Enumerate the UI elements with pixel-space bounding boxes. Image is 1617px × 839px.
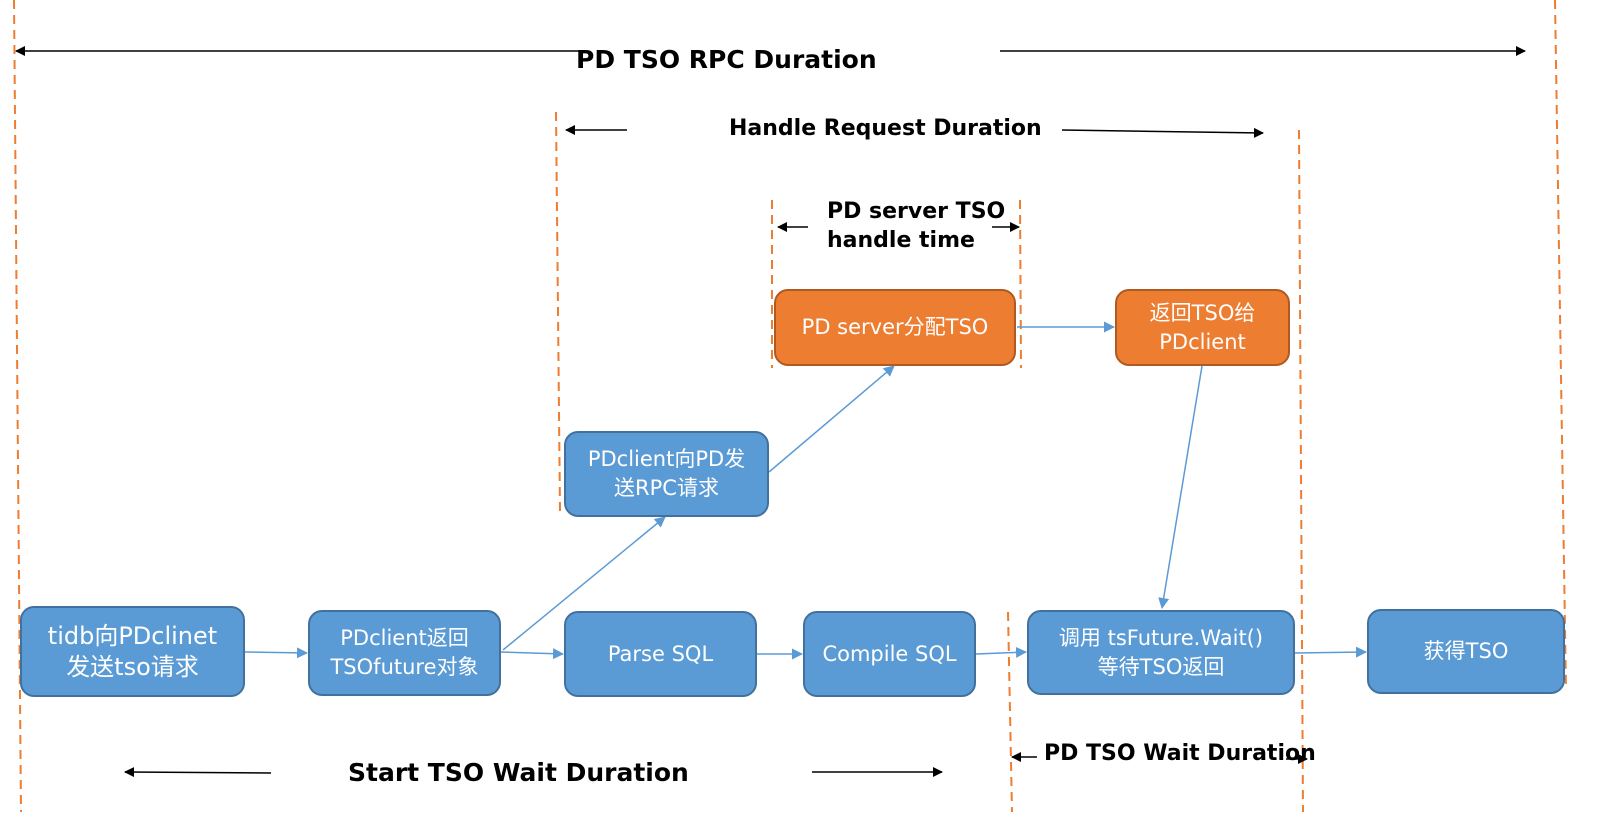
node-call-tsfuture-wait: 调用 tsFuture.Wait() 等待TSO返回 — [1027, 610, 1295, 695]
node-pd-server-allocate-tso: PD server分配TSO — [774, 289, 1016, 366]
node-pdclient-send-rpc: PDclient向PD发 送RPC请求 — [564, 431, 769, 517]
handle-duration-arrow-right — [1061, 127, 1264, 138]
flow-arrow-send-to-future — [244, 647, 308, 659]
flow-arrow-future-to-parse — [500, 648, 564, 660]
boundary-line-server-end — [1019, 199, 1022, 369]
node-compile-sql: Compile SQL — [803, 611, 976, 697]
span-label-pd-tso-rpc-duration: PD TSO RPC Duration — [576, 45, 877, 74]
span-label-pd-server-tso-handle-time: PD server TSO handle time — [827, 199, 1006, 253]
node-pdclient-return-tsofuture: PDclient返回 TSOfuture对象 — [308, 610, 501, 696]
boundary-line-rpc-start — [13, 0, 22, 813]
flow-arrow-compile-to-wait — [975, 646, 1027, 658]
node-return-tso-to-pdclient: 返回TSO给 PDclient — [1115, 289, 1290, 366]
span-label-start-tso-wait-duration: Start TSO Wait Duration — [348, 758, 689, 787]
boundary-line-rpc-end — [1554, 0, 1567, 691]
flow-arrow-wait-to-get — [1294, 646, 1367, 658]
span-label-pd-tso-wait-duration: PD TSO Wait Duration — [1044, 741, 1316, 766]
flow-arrow-future-to-rpc — [502, 516, 666, 651]
start-wait-arrow-left — [124, 767, 272, 778]
boundary-line-handle-end — [1298, 129, 1304, 813]
node-get-tso: 获得TSO — [1367, 609, 1565, 694]
flow-arrow-return-to-wait — [1158, 365, 1203, 609]
flow-arrow-rpc-to-server — [768, 365, 895, 473]
span-label-handle-request-duration: Handle Request Duration — [729, 116, 1042, 141]
boundary-line-handle-start — [555, 111, 561, 513]
node-tidb-send-tso-request: tidb向PDclinet 发送tso请求 — [20, 606, 245, 697]
boundary-line-wait-start — [1007, 611, 1013, 813]
node-parse-sql: Parse SQL — [564, 611, 757, 697]
